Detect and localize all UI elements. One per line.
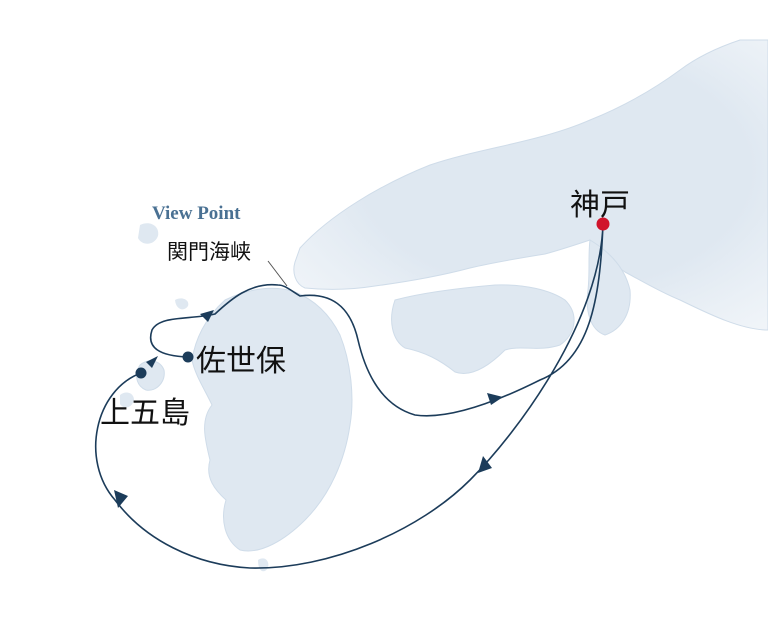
viewpoint-title: View Point: [152, 203, 241, 224]
route-arrow-3: [114, 490, 128, 508]
viewpoint-leader-line: [267, 260, 288, 287]
tanegashima-island: [258, 558, 269, 572]
port-stop1-label: 佐世保: [196, 344, 286, 379]
viewpoint-name: 関門海峡: [167, 240, 251, 264]
small-island-3: [138, 223, 159, 244]
route-arrow-2: [478, 456, 492, 473]
honshu-landmass: [293, 39, 768, 331]
port-stop2-marker: [135, 367, 147, 379]
shikoku-landmass: [391, 284, 575, 374]
small-island-2: [175, 298, 189, 310]
route-arrow-4: [200, 310, 214, 322]
route-arrow-1: [487, 393, 503, 405]
kyushu-landmass: [191, 287, 353, 552]
port-origin-marker: [596, 217, 610, 231]
port-origin-label: 神戸: [570, 188, 630, 223]
small-island-1: [120, 392, 134, 408]
cruise-route-path: [94, 223, 604, 569]
port-stop2-label: 上五島: [100, 396, 190, 431]
port-stop1-marker: [182, 351, 194, 363]
route-arrow-5: [146, 356, 158, 368]
